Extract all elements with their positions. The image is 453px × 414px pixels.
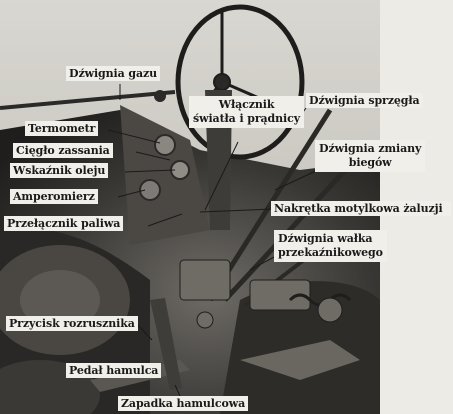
label-wlacznik-line1: Włącznik (218, 98, 275, 111)
label-dzwignia-walka-line1: Dźwignia wałka (278, 232, 373, 245)
label-wskaznik-oleju: Wskaźnik oleju (10, 163, 109, 178)
label-dzwignia-zmiany-line2: biegów (348, 156, 392, 169)
throttle-knob (154, 90, 166, 102)
label-nakretka-motylkowa: Nakrętka motylkowa żaluzji (271, 201, 451, 216)
label-dzwignia-zmiany-line1: Dźwignia zmiany (319, 142, 422, 155)
label-wlacznik-line2: światła i prądnicy (193, 112, 301, 125)
label-dzwignia-sprzegla: Dźwignia sprzęgła (306, 93, 423, 108)
label-dzwignia-zmiany: Dźwignia zmiany biegów (315, 140, 426, 172)
label-ciegno-zassania: Cięgło zassania (13, 143, 113, 158)
gauge-thermometer (154, 134, 176, 156)
brake-ratchet-shape (150, 298, 182, 390)
label-przelacznik-paliwa: Przełącznik paliwa (4, 216, 124, 231)
label-termometr: Termometr (25, 121, 99, 136)
left-hub (20, 270, 100, 330)
lower-gear-housing (240, 340, 360, 380)
gauge-ammeter (139, 179, 161, 201)
label-wlacznik: Włącznik światła i prądnicy (189, 96, 305, 128)
label-pedal-hamulca: Pedał hamulca (66, 363, 162, 378)
label-zapadka-hamulcowa: Zapadka hamulcowa (118, 396, 249, 411)
label-dzwignia-walka-line2: przekaźnikowego (278, 246, 383, 259)
label-dzwignia-walka: Dźwignia wałka przekaźnikowego (274, 230, 387, 262)
label-amperomierz: Amperomierz (10, 189, 98, 204)
linkage-mechanism (179, 259, 352, 329)
throttle-rod (0, 90, 176, 110)
label-dzwignia-gazu: Dźwignia gazu (66, 66, 161, 81)
dashboard-panel (120, 105, 210, 245)
label-przycisk-rozrusznika: Przycisk rozrusznika (6, 316, 138, 331)
